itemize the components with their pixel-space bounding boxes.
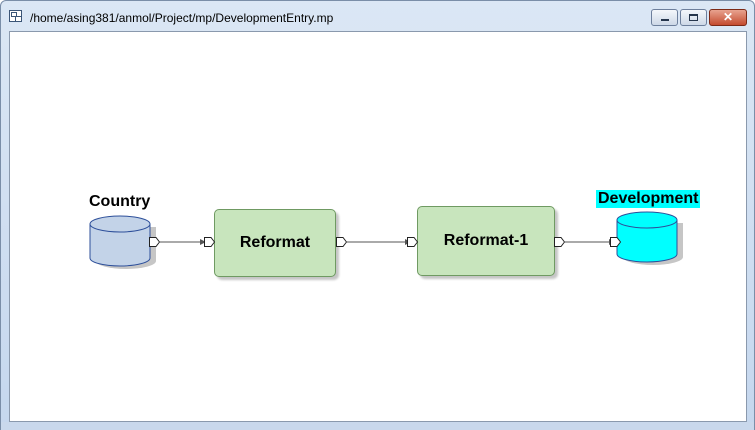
country-label: Country: [89, 193, 151, 210]
country-out-port[interactable]: [149, 237, 160, 247]
reformat-component[interactable]: Reformat: [214, 209, 336, 277]
reformat1-out-port[interactable]: [554, 237, 565, 247]
reformat-in-port[interactable]: [204, 237, 215, 247]
country-dataset-node[interactable]: [88, 212, 156, 272]
maximize-icon: [689, 14, 698, 21]
reformat-label: Reformat: [239, 234, 311, 251]
reformat1-component[interactable]: Reformat-1: [417, 206, 555, 276]
reformat-out-port[interactable]: [336, 237, 347, 247]
reformat1-label: Reformat-1: [443, 232, 529, 249]
reformat1-in-port[interactable]: [407, 237, 418, 247]
maximize-button[interactable]: [680, 9, 707, 26]
graph-canvas[interactable]: Country Reformat Reformat-1 De: [9, 31, 747, 422]
minimize-icon: [661, 19, 669, 21]
title-bar[interactable]: /home/asing381/anmol/Project/mp/Developm…: [1, 1, 754, 29]
graph-app-icon[interactable]: [9, 10, 22, 22]
window-bottom-border: [1, 422, 754, 430]
minimize-button[interactable]: [651, 9, 678, 26]
flow-reformat-to-reformat1[interactable]: [347, 236, 414, 248]
close-icon: ✕: [722, 10, 734, 24]
close-button[interactable]: ✕: [709, 9, 747, 26]
flow-country-to-reformat[interactable]: [160, 236, 210, 248]
window-title: /home/asing381/anmol/Project/mp/Developm…: [30, 11, 334, 25]
development-in-port[interactable]: [610, 237, 621, 247]
development-dataset-node[interactable]: [615, 208, 685, 270]
development-label: Development: [596, 190, 701, 208]
